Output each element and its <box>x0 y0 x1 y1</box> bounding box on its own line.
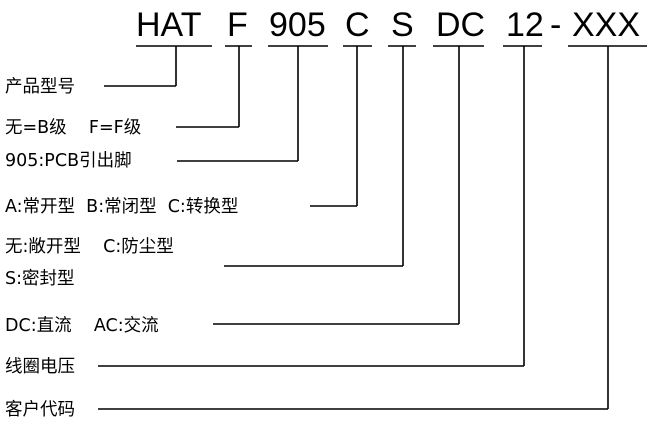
label-contact-form: A:常开型 B:常闭型 C:转换型 <box>5 197 238 217</box>
label-insulation-class: 无=B级 F=F级 <box>5 118 141 138</box>
label-product-model: 产品型号 <box>5 77 75 97</box>
code-segment-insulation: F <box>227 6 248 44</box>
code-dash: - <box>550 6 561 44</box>
label-customer-code: 客户代码 <box>5 400 75 420</box>
leader-terminal <box>177 46 299 162</box>
label-enclosure-sealed: S:密封型 <box>5 269 75 289</box>
leader-enclosure <box>224 46 404 267</box>
code-segment-series: HAT <box>136 6 201 44</box>
code-segment-terminal: 905 <box>269 6 326 44</box>
code-segment-current-type: DC <box>436 6 485 44</box>
leader-current-type <box>213 46 460 325</box>
code-segment-contact: C <box>345 6 370 44</box>
leader-contact <box>310 46 358 207</box>
code-segment-customer: XXX <box>572 6 640 44</box>
leader-customer <box>98 46 609 410</box>
leader-series <box>104 46 177 87</box>
leader-coil-voltage <box>98 46 525 367</box>
label-terminal: 905:PCB引出脚 <box>5 151 132 171</box>
leader-insulation <box>176 46 240 128</box>
label-coil-voltage: 线圈电压 <box>5 357 75 377</box>
code-segment-coil-voltage: 12 <box>506 6 544 44</box>
label-enclosure-open-dust: 无:敞开型 C:防尘型 <box>5 237 174 257</box>
code-segment-enclosure: S <box>391 6 414 44</box>
label-current-type: DC:直流 AC:交流 <box>5 316 159 336</box>
